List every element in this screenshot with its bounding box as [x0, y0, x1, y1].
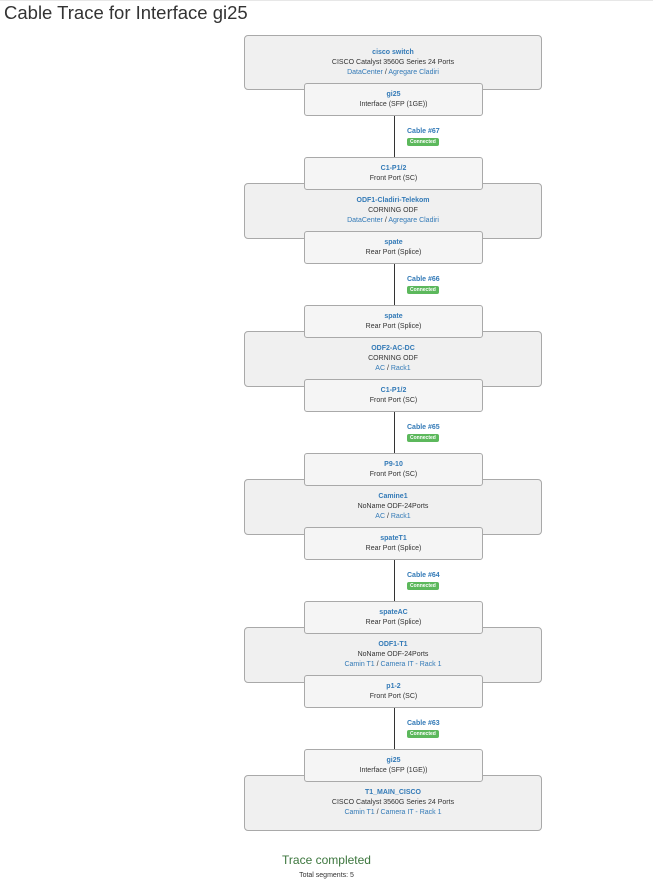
- rack-link[interactable]: Rack1: [390, 513, 411, 520]
- cable-connector-line: [394, 412, 395, 453]
- port-type: Front Port (SC): [369, 397, 418, 404]
- port-box: P9-10 Front Port (SC): [304, 453, 483, 486]
- page-title: Cable Trace for Interface gi25: [4, 2, 248, 23]
- port-box: gi25 Interface (SFP (1GE)): [304, 83, 483, 116]
- status-badge: Connected: [407, 286, 439, 294]
- cable-link[interactable]: Cable #67: [407, 128, 440, 135]
- rack-link[interactable]: Camera IT - Rack 1: [380, 809, 442, 816]
- device-type: CISCO Catalyst 3560G Series 24 Ports: [331, 59, 455, 66]
- port-name-link[interactable]: spate: [384, 313, 403, 320]
- port-type: Front Port (SC): [369, 693, 418, 700]
- top-border: [0, 0, 653, 1]
- rack-link[interactable]: Rack1: [390, 365, 411, 372]
- device-type: NoName ODF-24Ports: [357, 503, 429, 510]
- site-link[interactable]: DataCenter: [347, 69, 383, 76]
- site-link[interactable]: AC: [375, 513, 386, 520]
- port-name-link[interactable]: spateAC: [379, 609, 408, 616]
- port-name-link[interactable]: C1-P1/2: [380, 165, 407, 172]
- device-type: CORNING ODF: [368, 355, 418, 362]
- port-box: spate Rear Port (Splice): [304, 305, 483, 338]
- device-name-link[interactable]: cisco switch: [372, 49, 414, 56]
- device-type: CISCO Catalyst 3560G Series 24 Ports: [331, 799, 455, 806]
- port-box: p1-2 Front Port (SC): [304, 675, 483, 708]
- cable-connector-line: [394, 708, 395, 749]
- port-name-link[interactable]: spate: [384, 239, 403, 246]
- port-box: spateAC Rear Port (Splice): [304, 601, 483, 634]
- device-name-link[interactable]: ODF2-AC-DC: [371, 345, 415, 352]
- rack-link[interactable]: Agregare Cladiri: [388, 69, 439, 76]
- status-badge: Connected: [407, 138, 439, 146]
- status-badge: Connected: [407, 582, 439, 590]
- port-box: spateT1 Rear Port (Splice): [304, 527, 483, 560]
- port-type: Rear Port (Splice): [365, 323, 422, 330]
- rack-link[interactable]: Agregare Cladiri: [388, 217, 439, 224]
- cable-link[interactable]: Cable #64: [407, 572, 440, 579]
- device-box: cisco switch CISCO Catalyst 3560G Series…: [244, 35, 542, 90]
- port-type: Front Port (SC): [369, 175, 418, 182]
- port-type: Rear Port (Splice): [365, 249, 422, 256]
- site-link[interactable]: Camin T1: [344, 809, 375, 816]
- status-badge: Connected: [407, 730, 439, 738]
- port-box: spate Rear Port (Splice): [304, 231, 483, 264]
- cable-connector-line: [394, 560, 395, 601]
- cable-link[interactable]: Cable #66: [407, 276, 440, 283]
- device-type: NoName ODF-24Ports: [357, 651, 429, 658]
- port-type: Front Port (SC): [369, 471, 418, 478]
- port-name-link[interactable]: gi25: [386, 757, 401, 764]
- port-name-link[interactable]: C1-P1/2: [380, 387, 407, 394]
- port-box: C1-P1/2 Front Port (SC): [304, 379, 483, 412]
- site-link[interactable]: Camin T1: [344, 661, 375, 668]
- port-type: Interface (SFP (1GE)): [359, 101, 428, 108]
- site-link[interactable]: AC: [375, 365, 386, 372]
- total-segments-text: Total segments: 5: [299, 872, 354, 879]
- status-badge: Connected: [407, 434, 439, 442]
- device-box: Camine1 NoName ODF-24Ports AC / Rack1: [244, 479, 542, 535]
- device-box: T1_MAIN_CISCO CISCO Catalyst 3560G Serie…: [244, 775, 542, 831]
- port-name-link[interactable]: p1-2: [386, 683, 401, 690]
- port-name-link[interactable]: spateT1: [380, 535, 407, 542]
- port-type: Interface (SFP (1GE)): [359, 767, 428, 774]
- cable-link[interactable]: Cable #63: [407, 720, 440, 727]
- cable-link[interactable]: Cable #65: [407, 424, 440, 431]
- device-name-link[interactable]: ODF1-Cladiri-Telekom: [356, 197, 430, 204]
- cable-connector-line: [394, 264, 395, 305]
- cable-connector-line: [394, 116, 395, 157]
- port-name-link[interactable]: P9-10: [384, 461, 403, 468]
- port-box: C1-P1/2 Front Port (SC): [304, 157, 483, 190]
- device-name-link[interactable]: Camine1: [378, 493, 408, 500]
- trace-completed-text: Trace completed: [282, 853, 371, 867]
- port-type: Rear Port (Splice): [365, 619, 422, 626]
- site-link[interactable]: DataCenter: [347, 217, 383, 224]
- rack-link[interactable]: Camera IT - Rack 1: [380, 661, 442, 668]
- device-type: CORNING ODF: [368, 207, 418, 214]
- port-name-link[interactable]: gi25: [386, 91, 401, 98]
- device-name-link[interactable]: T1_MAIN_CISCO: [364, 789, 421, 796]
- port-type: Rear Port (Splice): [365, 545, 422, 552]
- port-box: gi25 Interface (SFP (1GE)): [304, 749, 483, 782]
- device-name-link[interactable]: ODF1-T1: [378, 641, 408, 648]
